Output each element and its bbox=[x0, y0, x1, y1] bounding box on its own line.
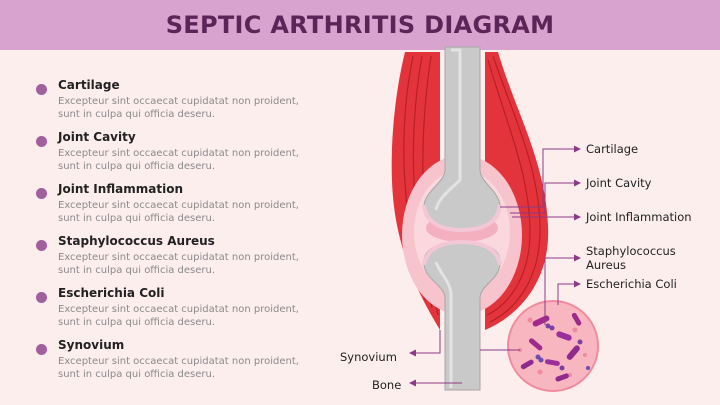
list-item: Joint Inflammation Excepteur sint occaec… bbox=[36, 182, 336, 234]
label-aureus: Aureus bbox=[586, 258, 626, 272]
cartilage-upper bbox=[422, 204, 502, 233]
item-description: Excepteur sint occaecat cupidatat non pr… bbox=[58, 356, 299, 380]
bullet-icon bbox=[36, 188, 47, 199]
item-title: Synovium bbox=[58, 338, 125, 352]
bullet-icon bbox=[36, 84, 47, 95]
staph-aureus-icon bbox=[535, 323, 590, 371]
label-staphylococcus: Staphylococcus bbox=[586, 244, 676, 258]
list-item: Joint Cavity Excepteur sint occaecat cup… bbox=[36, 130, 336, 182]
item-title: Joint Inflammation bbox=[58, 182, 184, 196]
label-bone: Bone bbox=[372, 378, 401, 392]
bullet-icon bbox=[36, 344, 47, 355]
label-joint-inflammation: Joint Inflammation bbox=[585, 210, 692, 224]
list-item: Escherichia Coli Excepteur sint occaecat… bbox=[36, 286, 336, 338]
list-item: Synovium Excepteur sint occaecat cupidat… bbox=[36, 338, 336, 390]
bullet-icon bbox=[36, 240, 47, 251]
label-synovium: Synovium bbox=[340, 350, 397, 364]
item-title: Joint Cavity bbox=[58, 130, 136, 144]
item-description: Excepteur sint occaecat cupidatat non pr… bbox=[58, 252, 299, 276]
bacteria-magnifier bbox=[507, 300, 599, 392]
list-item: Staphylococcus Aureus Excepteur sint occ… bbox=[36, 234, 336, 286]
page-title: SEPTIC ARTHRITIS DIAGRAM bbox=[165, 11, 555, 39]
cartilage-lower bbox=[422, 239, 502, 266]
item-description: Excepteur sint occaecat cupidatat non pr… bbox=[58, 304, 299, 328]
leader-lines bbox=[409, 145, 581, 387]
bullet-icon bbox=[36, 292, 47, 303]
label-escherichia-coli: Escherichia Coli bbox=[586, 277, 677, 291]
item-description: Excepteur sint occaecat cupidatat non pr… bbox=[58, 96, 299, 120]
item-title: Escherichia Coli bbox=[58, 286, 165, 300]
item-description: Excepteur sint occaecat cupidatat non pr… bbox=[58, 148, 299, 172]
item-title: Staphylococcus Aureus bbox=[58, 234, 215, 248]
label-cartilage: Cartilage bbox=[586, 142, 638, 156]
label-joint-cavity: Joint Cavity bbox=[585, 176, 652, 190]
item-title: Cartilage bbox=[58, 78, 120, 92]
bullet-icon bbox=[36, 136, 47, 147]
legend-list: Cartilage Excepteur sint occaecat cupida… bbox=[36, 78, 336, 390]
header-bar bbox=[0, 0, 720, 50]
item-description: Excepteur sint occaecat cupidatat non pr… bbox=[58, 200, 299, 224]
list-item: Cartilage Excepteur sint occaecat cupida… bbox=[36, 78, 336, 130]
